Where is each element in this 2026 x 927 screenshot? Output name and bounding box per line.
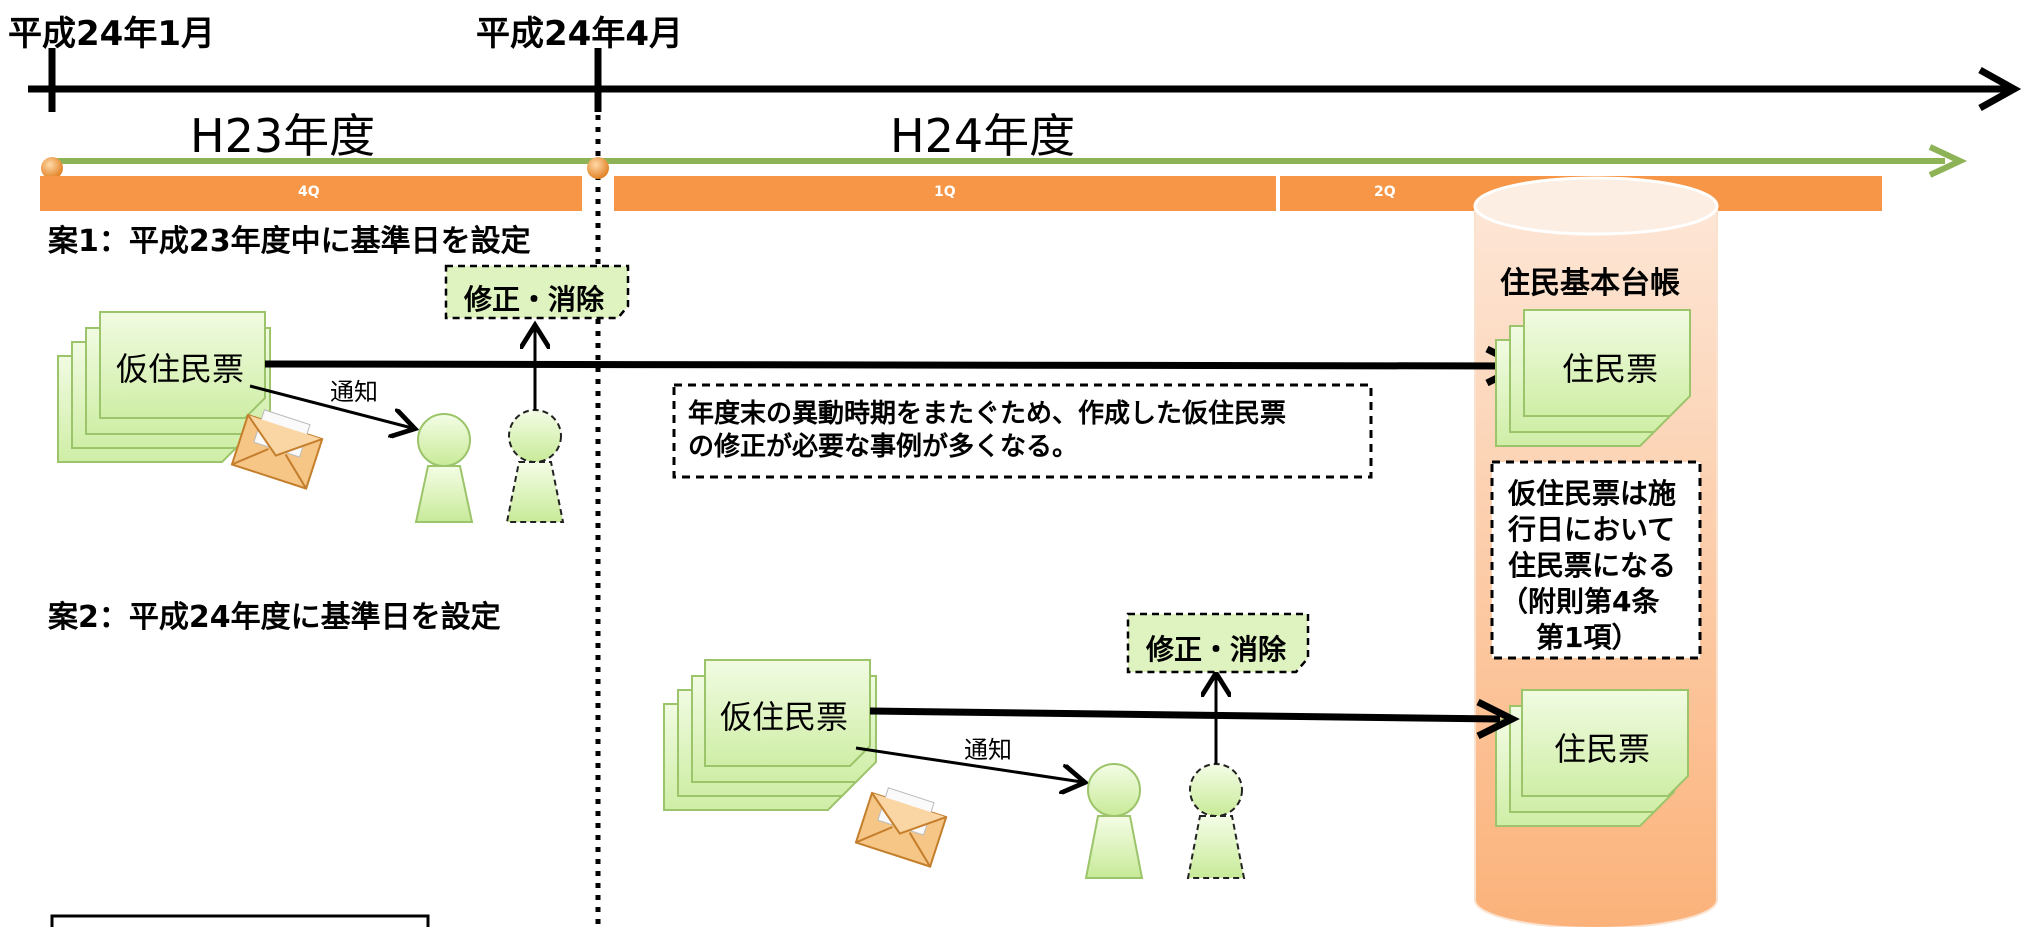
dashed-person-icon [1186, 763, 1246, 879]
april-dot [587, 157, 609, 179]
quarter-bar-4q [40, 176, 582, 211]
plan1-note-line-2: の修正が必要な事例が多くなる。 [688, 432, 1079, 462]
green-arrow [41, 144, 1968, 179]
envelope-icon [230, 409, 324, 490]
plan2-notice-label: 通知 [964, 736, 1012, 764]
registry-record-1 [1495, 309, 1691, 447]
plan2-doc-label: 仮住民票 [720, 698, 849, 736]
quarter-1q-label: 1Q [934, 184, 956, 200]
plan1-note-box [672, 383, 1373, 479]
registry-note-box [1490, 460, 1702, 660]
plan1-notice-arrow [249, 384, 412, 428]
quarter-bar-1q [614, 176, 1276, 211]
plan1-note-line-1: 年度末の異動時期をまたぐため、作成した仮住民票 [688, 399, 1287, 429]
person-icon [414, 413, 474, 523]
registry-record-2-label: 住民票 [1554, 730, 1651, 768]
quarter-2q-label: 2Q [1374, 184, 1396, 200]
dashed-person-icon [505, 409, 565, 523]
plan2-main-arrow [869, 707, 1501, 723]
partial-box [50, 914, 430, 927]
fy-next-label: H24年度 [890, 109, 1076, 163]
plan1-main-arrow [264, 360, 1516, 370]
registry-note-line-2: 行日において [1508, 513, 1676, 546]
plan2-correction-tag-box [1126, 612, 1310, 674]
plan1-doc-stack [57, 311, 271, 463]
plan1-title: 案1：平成23年度中に基準日を設定 [48, 224, 531, 259]
person-icon [1084, 763, 1144, 879]
plan2-title: 案2：平成24年度に基準日を設定 [48, 600, 501, 635]
plan1-doc-label: 仮住民票 [116, 350, 245, 388]
registry-note-line-4: （附則第4条 [1500, 585, 1660, 618]
envelope-icon [854, 787, 948, 868]
plan1-notice-label: 通知 [330, 378, 378, 406]
plan2-doc-stack [663, 659, 877, 811]
start-dot [41, 157, 63, 179]
quarter-4q-label: 4Q [298, 184, 320, 200]
registry-title: 住民基本台帳 [1500, 266, 1680, 301]
registry-record-1-label: 住民票 [1562, 350, 1659, 388]
plan1-correction-label: 修正・消除 [464, 283, 605, 316]
registry-note-line-3: 住民票になる [1508, 549, 1677, 582]
plan2-notice-arrow [855, 746, 1082, 782]
registry-note-line-1: 仮住民票は施 [1508, 477, 1677, 510]
plan1-correction-tag-box [444, 264, 630, 320]
plan2-correction-label: 修正・消除 [1146, 633, 1287, 666]
registry-note-line-5: 第1項） [1508, 621, 1640, 654]
start-date-label: 平成24年1月 [8, 14, 215, 54]
april-date-label: 平成24年4月 [476, 14, 683, 54]
plan2-main-arrowhead [1476, 698, 1520, 740]
time-axis [28, 48, 2022, 112]
fy-prev-label: H23年度 [190, 109, 376, 163]
registry-record-2 [1495, 689, 1689, 827]
